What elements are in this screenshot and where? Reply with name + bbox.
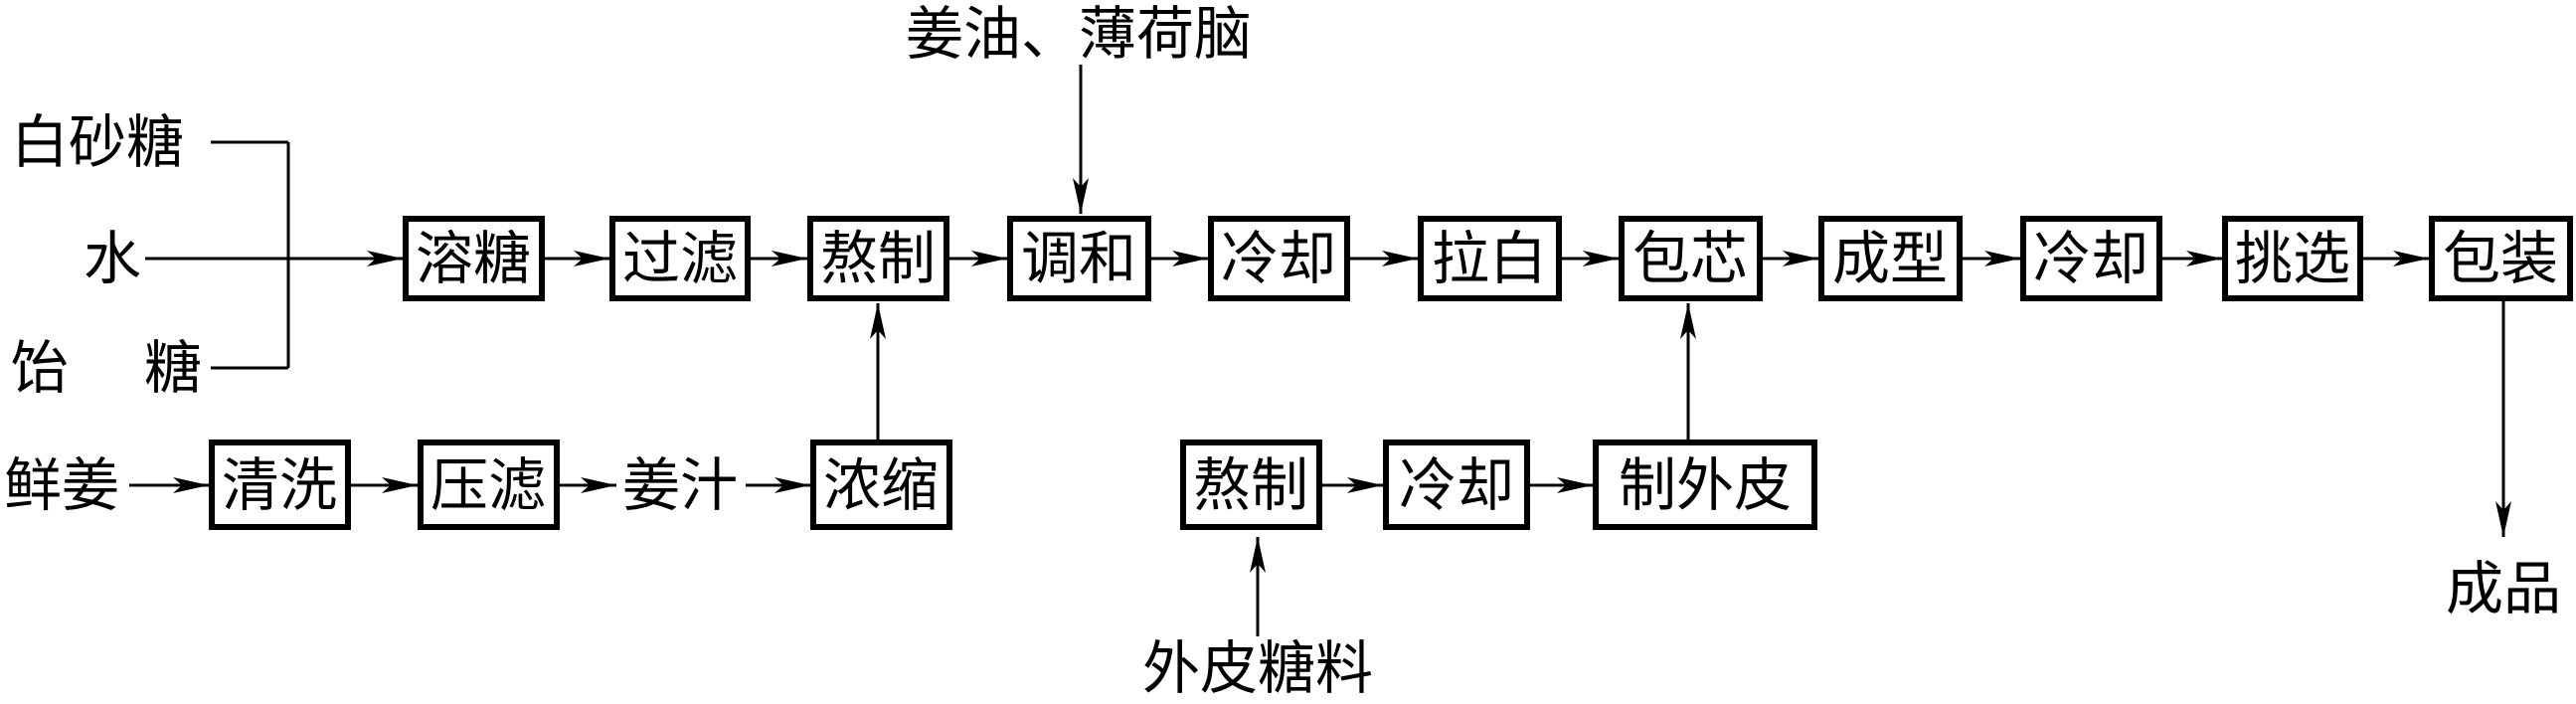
- ginger-line: 清洗 压滤 浓缩: [209, 440, 952, 530]
- step-label-dissolve: 溶糖: [416, 225, 531, 292]
- step-box-select: [2222, 216, 2363, 301]
- step-label-concentrate: 浓缩: [823, 451, 939, 519]
- step-box-dissolve: [403, 216, 545, 301]
- step-label-boil: 熬制: [820, 225, 936, 292]
- step-box-cool-2: [2020, 216, 2162, 301]
- step-label-cool-2: 冷却: [2033, 225, 2148, 292]
- step-label-shell-cool: 冷却: [1399, 451, 1514, 519]
- step-label-form: 成型: [1832, 225, 1948, 292]
- step-box-make-shell: [1593, 440, 1817, 530]
- input-label-fresh-ginger: 鲜姜: [4, 451, 119, 519]
- step-box-shell-boil: [1180, 440, 1322, 530]
- ginger-line-arrows: [129, 303, 886, 493]
- step-label-make-shell: 制外皮: [1619, 451, 1792, 519]
- step-label-wrap-core: 包芯: [1632, 225, 1748, 292]
- step-label-shell-boil: 熬制: [1193, 451, 1308, 519]
- step-box-form: [1818, 216, 1963, 301]
- step-label-wash: 清洗: [222, 451, 337, 519]
- step-label-press-filter: 压滤: [430, 451, 546, 519]
- main-steps: 溶糖 过滤 熬制 调和 冷却 拉白 包芯 成型 冷却 挑选 包装: [403, 216, 2573, 301]
- step-box-filter: [609, 216, 751, 301]
- step-box-press-filter: [418, 440, 560, 530]
- raw-input-brace: [145, 140, 403, 370]
- ginger-juice-label: 姜汁: [622, 451, 738, 519]
- step-label-pull-white: 拉白: [1432, 225, 1547, 292]
- shell-input-label: 外皮糖料: [1142, 634, 1373, 702]
- step-box-pull-white: [1418, 216, 1562, 301]
- input-label-syrup-b: 糖: [144, 334, 202, 402]
- step-box-shell-cool: [1383, 440, 1530, 530]
- step-label-package: 包装: [2443, 225, 2558, 292]
- output-label: 成品: [2446, 555, 2561, 622]
- step-box-boil: [807, 216, 949, 301]
- step-box-wrap-core: [1619, 216, 1763, 301]
- main-line-arrows: [542, 251, 2511, 537]
- step-box-package: [2429, 216, 2573, 301]
- input-label-syrup-a: 饴: [11, 334, 69, 402]
- shell-line-arrows: [1250, 303, 1696, 636]
- top-input-label: 姜油、薄荷脑: [906, 0, 1252, 68]
- step-box-blend: [1007, 216, 1151, 301]
- input-label-sugar: 白砂糖: [11, 108, 184, 176]
- step-label-filter: 过滤: [622, 225, 738, 292]
- step-box-concentrate: [810, 440, 952, 530]
- step-label-select: 挑选: [2235, 225, 2350, 292]
- shell-line: 熬制 冷却 制外皮: [1180, 440, 1817, 530]
- step-label-blend: 调和: [1021, 225, 1136, 292]
- input-label-water: 水: [84, 225, 141, 292]
- step-box-wash: [209, 440, 351, 530]
- step-label-cool: 冷却: [1221, 225, 1336, 292]
- step-box-cool: [1208, 216, 1350, 301]
